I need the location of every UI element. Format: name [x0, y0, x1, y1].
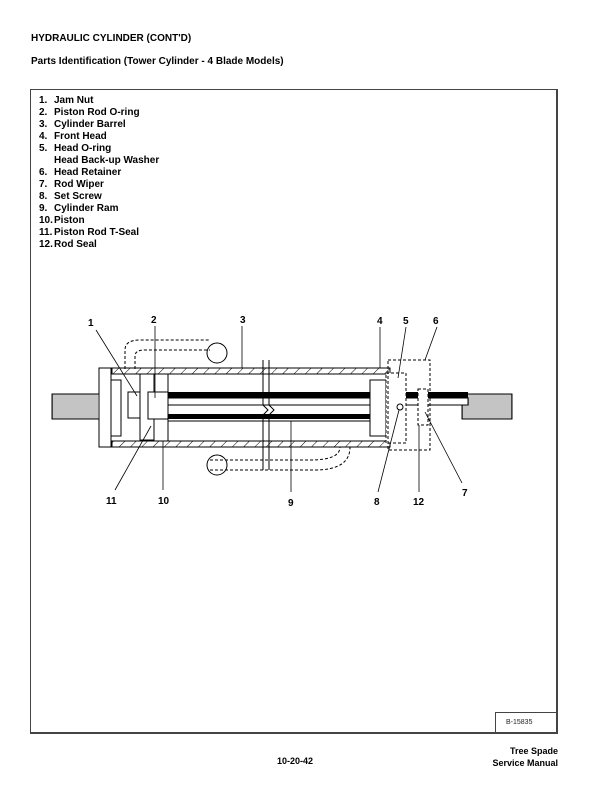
- callout-1: 1: [88, 318, 94, 329]
- rear-cap: [98, 367, 122, 448]
- figure-frame: [30, 89, 558, 734]
- part-number: 7.: [39, 179, 48, 190]
- page-number: 10-20-42: [277, 756, 314, 766]
- callout-5: 5: [403, 316, 409, 327]
- callout-3: 3: [240, 315, 246, 326]
- parts-list-item: 5. Head O-ring: [39, 143, 159, 155]
- part-label: Cylinder Ram: [54, 203, 119, 214]
- part-label: Head Retainer: [54, 167, 122, 178]
- parts-list-item: 7. Rod Wiper: [39, 179, 159, 191]
- part-number: 11.: [39, 227, 53, 238]
- piston: [127, 373, 169, 442]
- parts-list-item: 2. Piston Rod O-ring: [39, 107, 159, 119]
- front-head: [369, 359, 431, 451]
- section-subtitle: Parts Identification (Tower Cylinder - 4…: [31, 56, 284, 67]
- part-number: 4.: [39, 131, 48, 142]
- parts-list-item: 8. Set Screw: [39, 191, 159, 203]
- part-label: Cylinder Barrel: [54, 119, 126, 130]
- callout-6: 6: [433, 316, 439, 327]
- parts-list-item: 10.Piston: [39, 215, 159, 227]
- part-number: 10.: [39, 215, 53, 226]
- parts-list-item: 11.Piston Rod T-Seal: [39, 227, 159, 239]
- parts-list: 1. Jam Nut 2. Piston Rod O-ring 3. Cylinder B…: [39, 95, 159, 251]
- part-number: 3.: [39, 119, 48, 130]
- parts-list-item: 4. Front Head: [39, 131, 159, 143]
- part-label: Rod Wiper: [54, 179, 104, 190]
- part-label: Head O-ring: [54, 143, 112, 154]
- threaded-ends: [51, 393, 513, 420]
- parts-list-item: 1. Jam Nut: [39, 95, 159, 107]
- section-title: HYDRAULIC CYLINDER (CONT'D): [31, 33, 192, 44]
- part-number: 8.: [39, 191, 48, 202]
- ports: [124, 339, 351, 476]
- manual-line-1: Tree Spade: [509, 746, 558, 756]
- part-label: Jam Nut: [54, 95, 94, 106]
- leader-lines: [95, 326, 463, 493]
- cylinder-ram: [167, 392, 469, 422]
- part-label: Piston Rod O-ring: [54, 107, 140, 118]
- part-number: 12.: [39, 239, 53, 250]
- callout-9: 9: [288, 498, 294, 509]
- callout-2: 2: [151, 315, 157, 326]
- parts-list-item: 3. Cylinder Barrel: [39, 119, 159, 131]
- callout-10: 10: [158, 496, 170, 507]
- figure-code: B-15835: [495, 712, 556, 732]
- part-number: 5.: [39, 143, 48, 154]
- part-label: Head Back-up Washer: [54, 155, 160, 166]
- manual-title: Tree Spade Service Manual: [492, 745, 558, 769]
- part-number: 6.: [39, 167, 48, 178]
- callout-4: 4: [377, 316, 383, 327]
- callout-11: 11: [106, 496, 117, 507]
- parts-list-item: 6. Head Retainer: [39, 167, 159, 179]
- parts-list-item: Head Back-up Washer: [39, 155, 159, 167]
- part-label: Rod Seal: [54, 239, 97, 250]
- part-label: Piston: [54, 215, 85, 226]
- parts-list-item: 12.Rod Seal: [39, 239, 159, 251]
- callout-7: 7: [462, 488, 468, 499]
- part-number: 1.: [39, 95, 48, 106]
- part-label: Set Screw: [54, 191, 102, 202]
- callout-12: 12: [413, 497, 425, 508]
- callouts: 1 2 3 4 5 6 7 8 9 10 11 12: [88, 315, 468, 509]
- callout-8: 8: [374, 497, 380, 508]
- break-line: [262, 360, 275, 470]
- part-number: 9.: [39, 203, 48, 214]
- part-label: Piston Rod T-Seal: [54, 227, 140, 238]
- part-label: Front Head: [54, 131, 107, 142]
- part-number: 2.: [39, 107, 48, 118]
- parts-list-item: 9. Cylinder Ram: [39, 203, 159, 215]
- manual-line-2: Service Manual: [492, 758, 558, 768]
